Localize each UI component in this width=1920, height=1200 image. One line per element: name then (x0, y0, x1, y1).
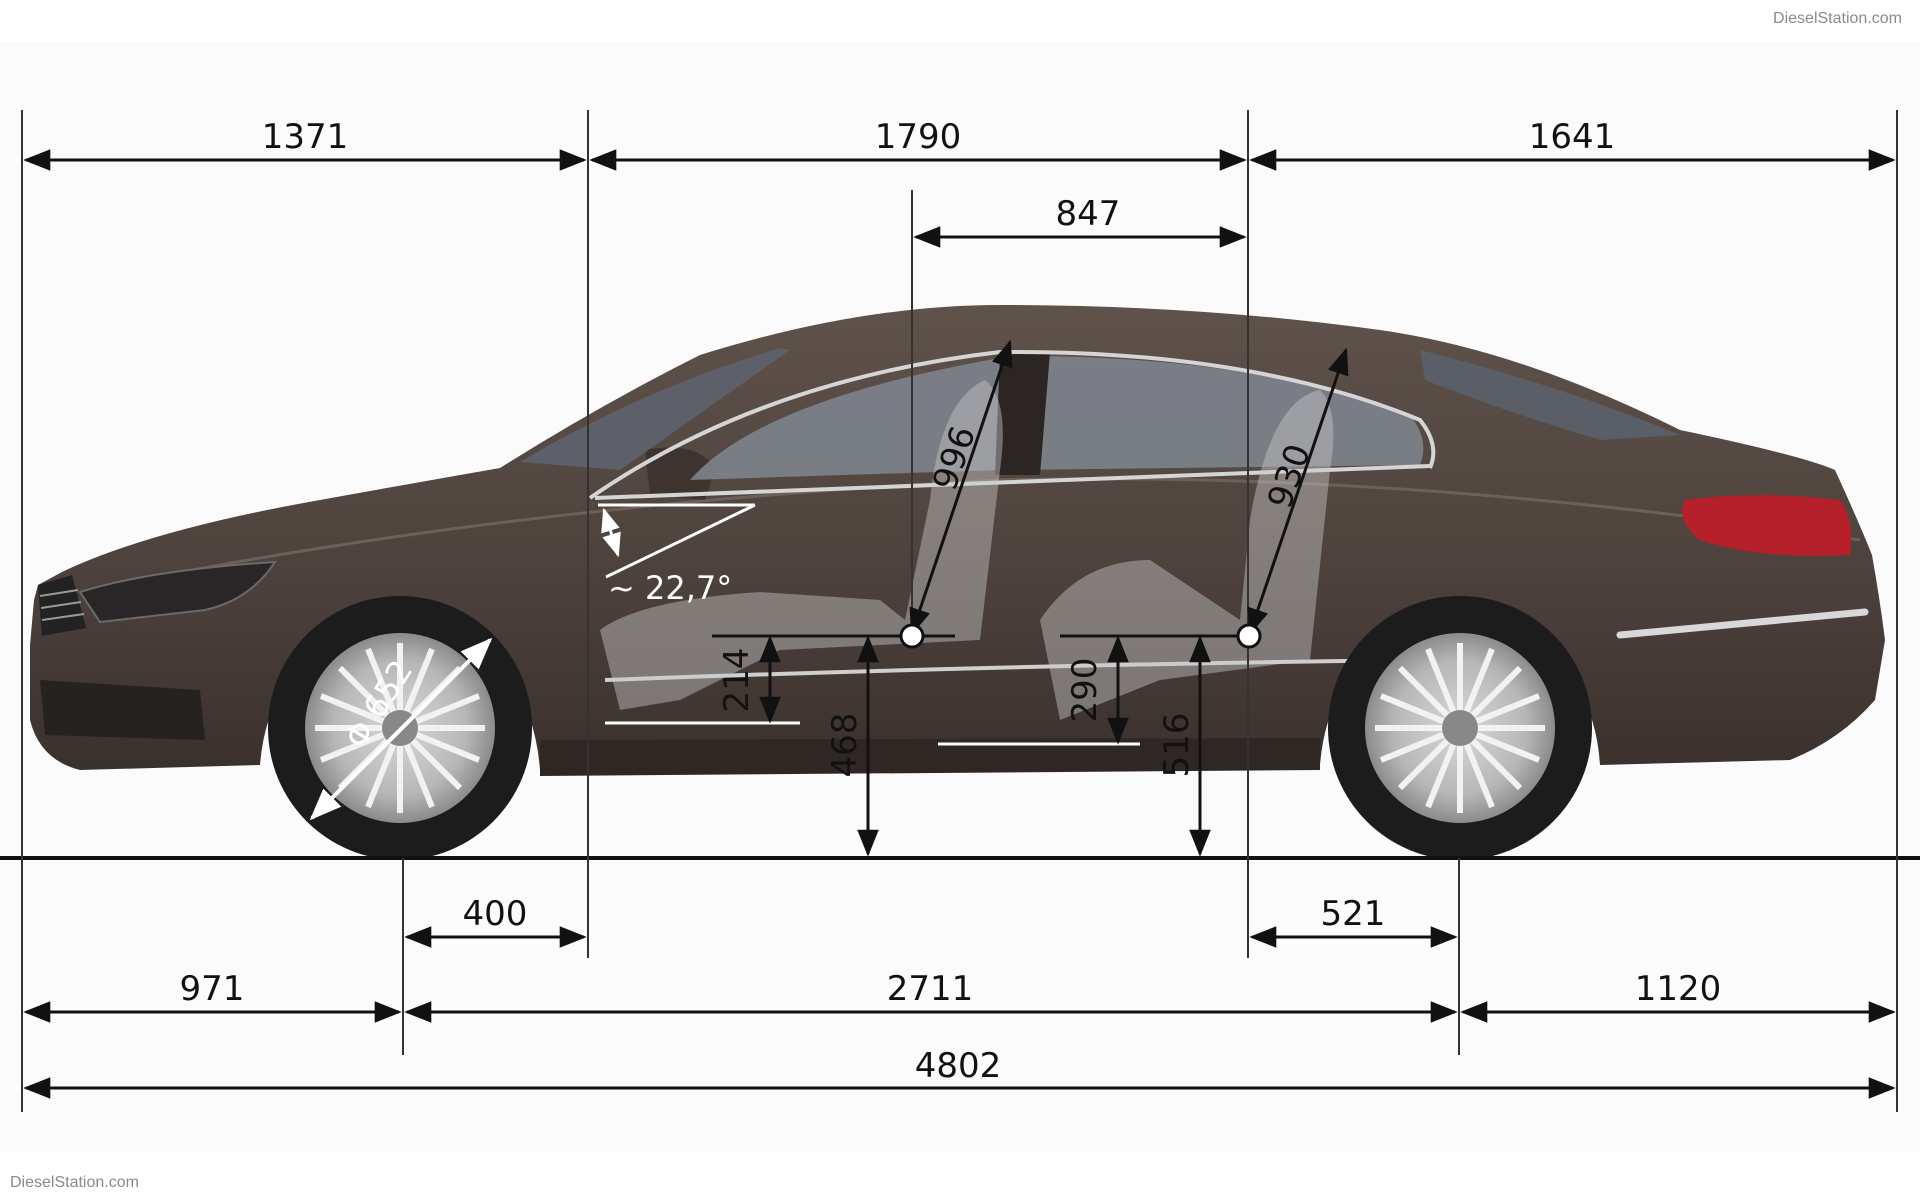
label-rear-seat-height: 290 (1065, 658, 1105, 723)
label-wheelbase: 2711 (887, 969, 974, 1009)
label-front-hip-height: 468 (825, 713, 865, 778)
steering-angle-marker (598, 503, 756, 579)
front-hip-point (899, 623, 925, 649)
label-seat-spacing: 847 (1056, 194, 1121, 234)
label-steering-angle: ~ 22,7° (608, 569, 732, 607)
rear-wheel (1328, 596, 1592, 860)
label-front-door-offset: 400 (463, 894, 528, 934)
watermark-top: DieselStation.com (1773, 10, 1902, 27)
label-front-seat-height: 214 (717, 648, 757, 713)
label-overall-length: 4802 (915, 1046, 1002, 1086)
label-rear-hip-height: 516 (1157, 713, 1197, 778)
dimension-arrows (23, 149, 1896, 1099)
rear-hip-point (1236, 623, 1262, 649)
label-rear-door-offset: 521 (1321, 894, 1386, 934)
interior-dimensions (605, 339, 1349, 857)
label-rear-overhang: 1120 (1635, 969, 1722, 1009)
label-cabin-top: 1790 (875, 117, 962, 157)
reference-lines (21, 110, 1898, 1112)
label-front-overhang: 971 (180, 969, 245, 1009)
label-rear-top: 1641 (1529, 117, 1616, 157)
label-front-overhang-top: 1371 (262, 117, 349, 157)
watermark-bottom: DieselStation.com (10, 1174, 139, 1191)
wheel-diameter-arrow (309, 637, 493, 821)
